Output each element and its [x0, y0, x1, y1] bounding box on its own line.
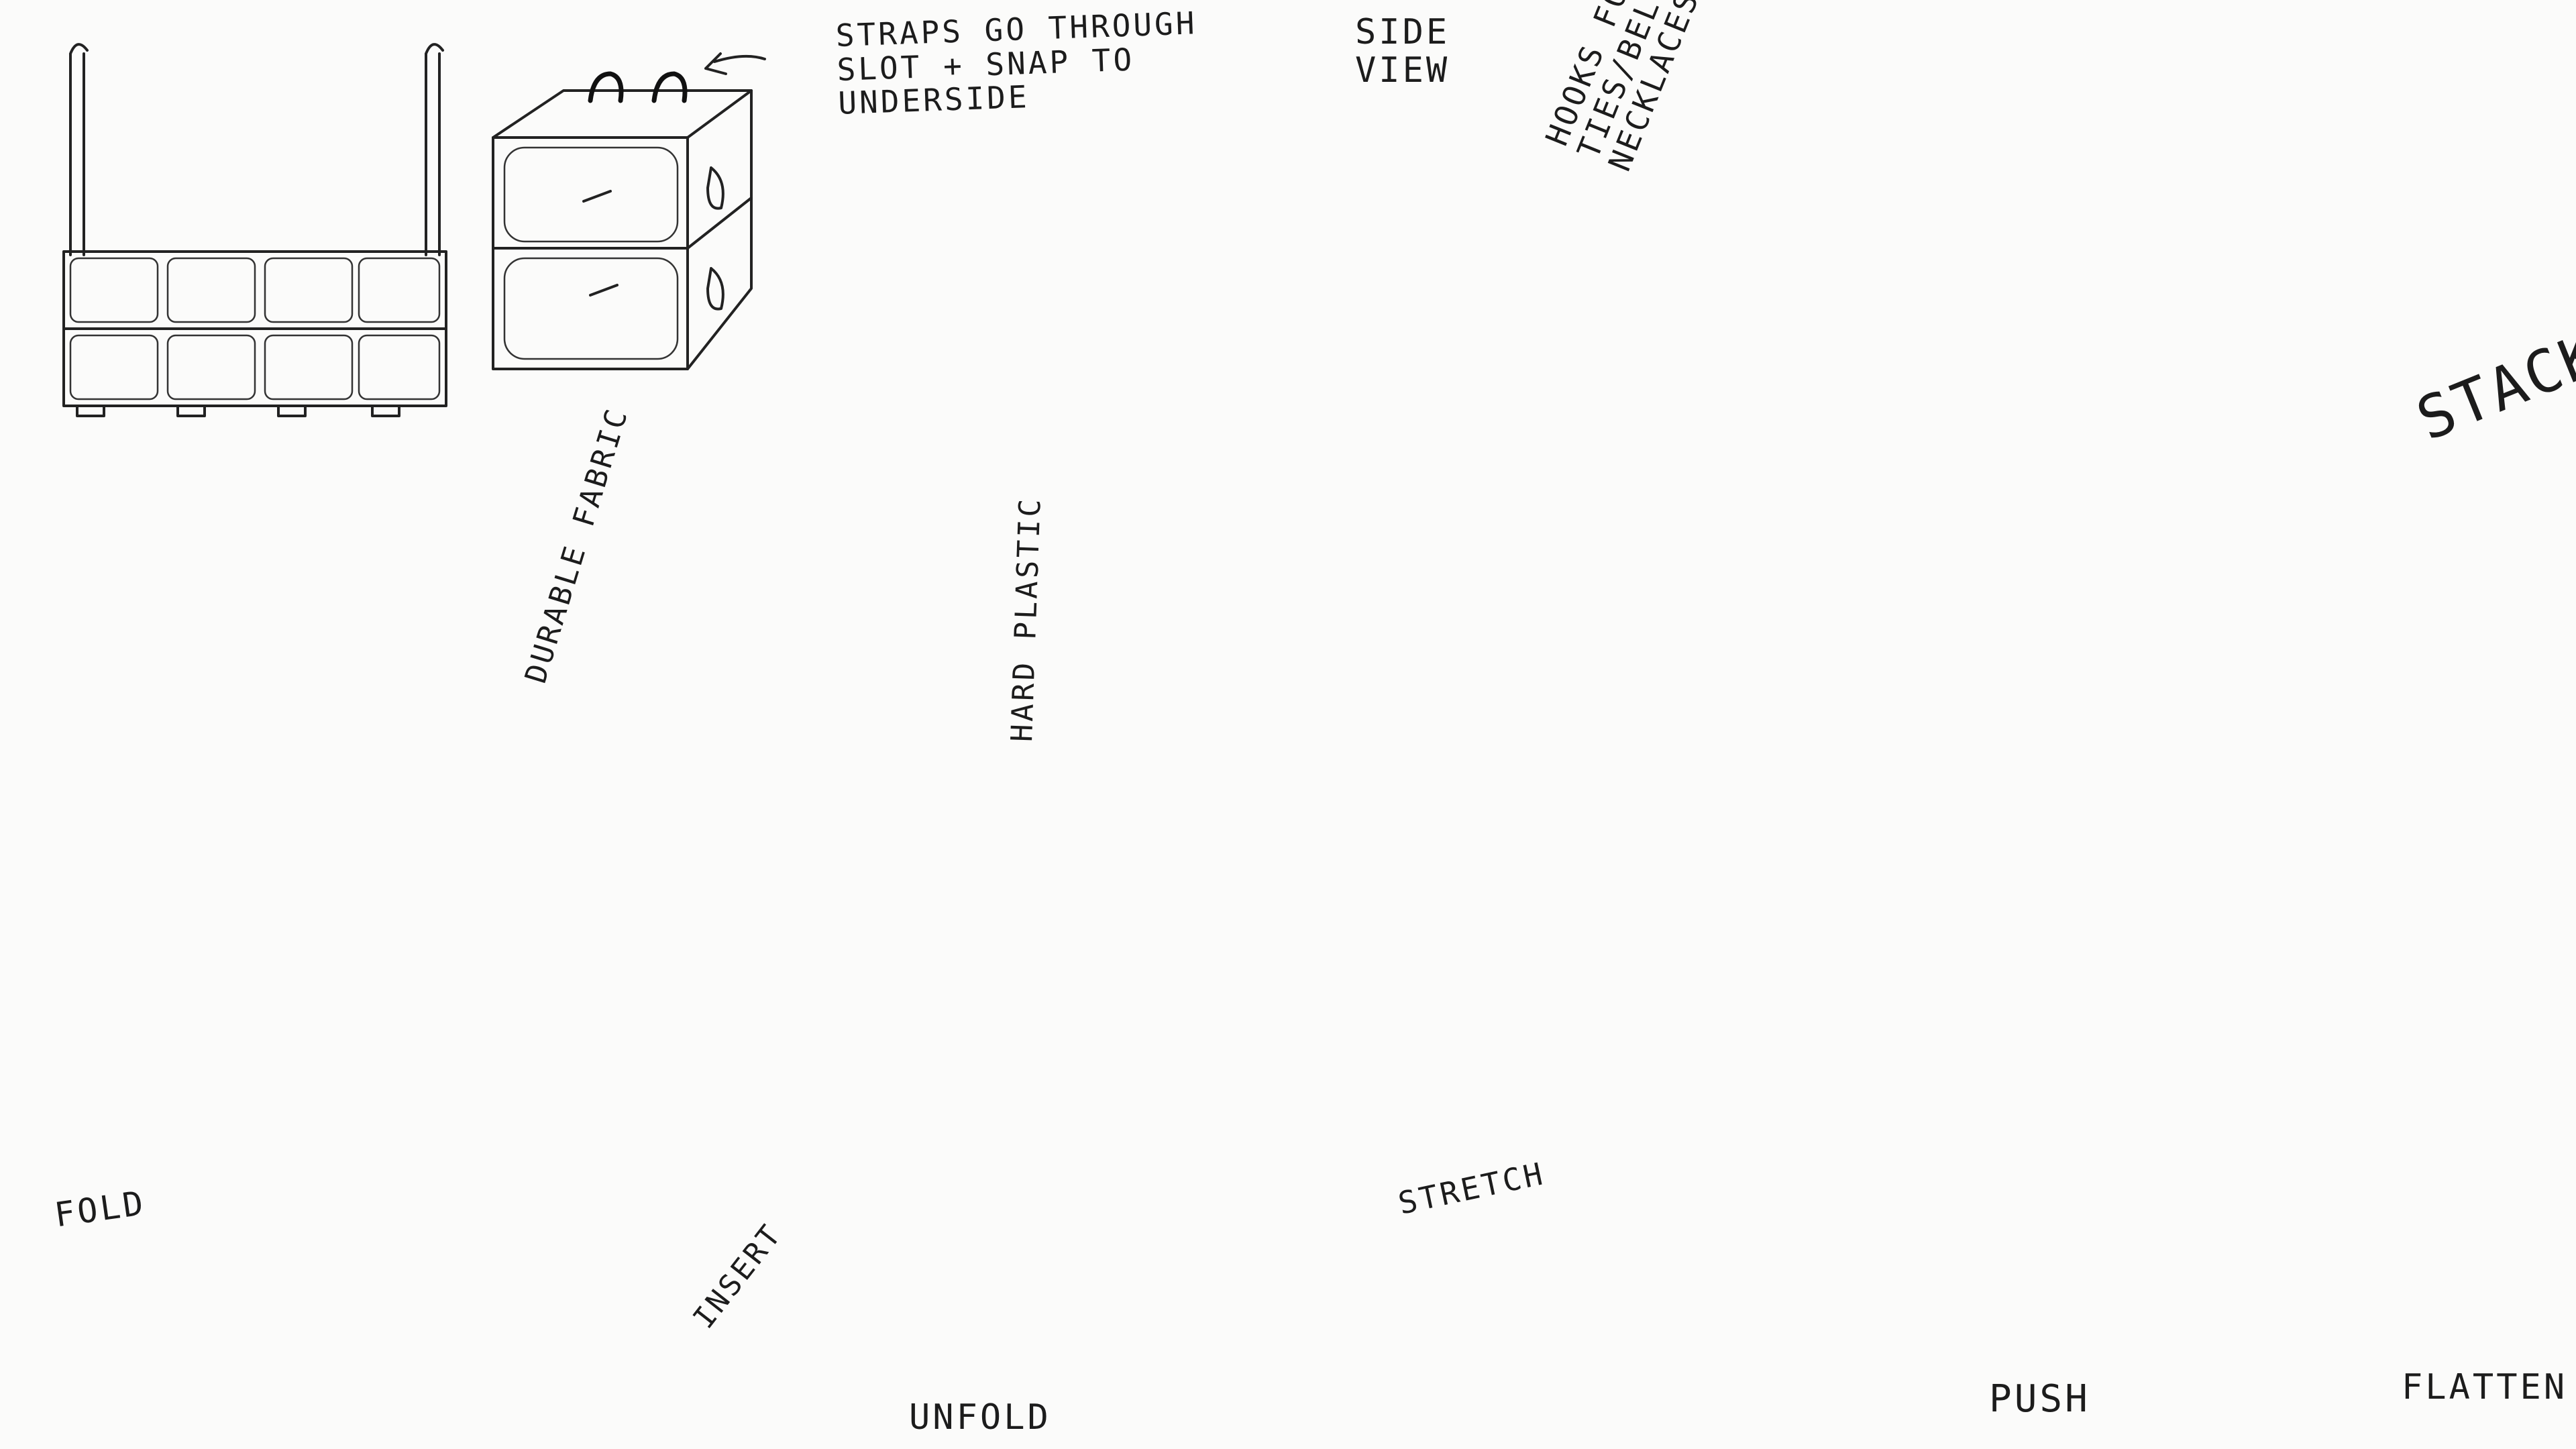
- straps-annotation: STRAPS GO THROUGH SLOT + SNAP TO UNDERSI…: [835, 5, 1200, 121]
- side-view-label-line-1: SIDE: [1355, 12, 1450, 52]
- side-view-label-line-2: VIEW: [1355, 50, 1450, 91]
- unfold-label: UNFOLD: [909, 1397, 1051, 1438]
- stacked-boxes-with-straps-sketch: [492, 52, 766, 370]
- flatten-label: FLATTEN: [2402, 1367, 2568, 1407]
- push-label: PUSH: [1989, 1377, 2090, 1421]
- side-view-label: SIDE VIEW: [1355, 13, 1450, 90]
- hanging-grid-organizer-sketch: [62, 43, 447, 417]
